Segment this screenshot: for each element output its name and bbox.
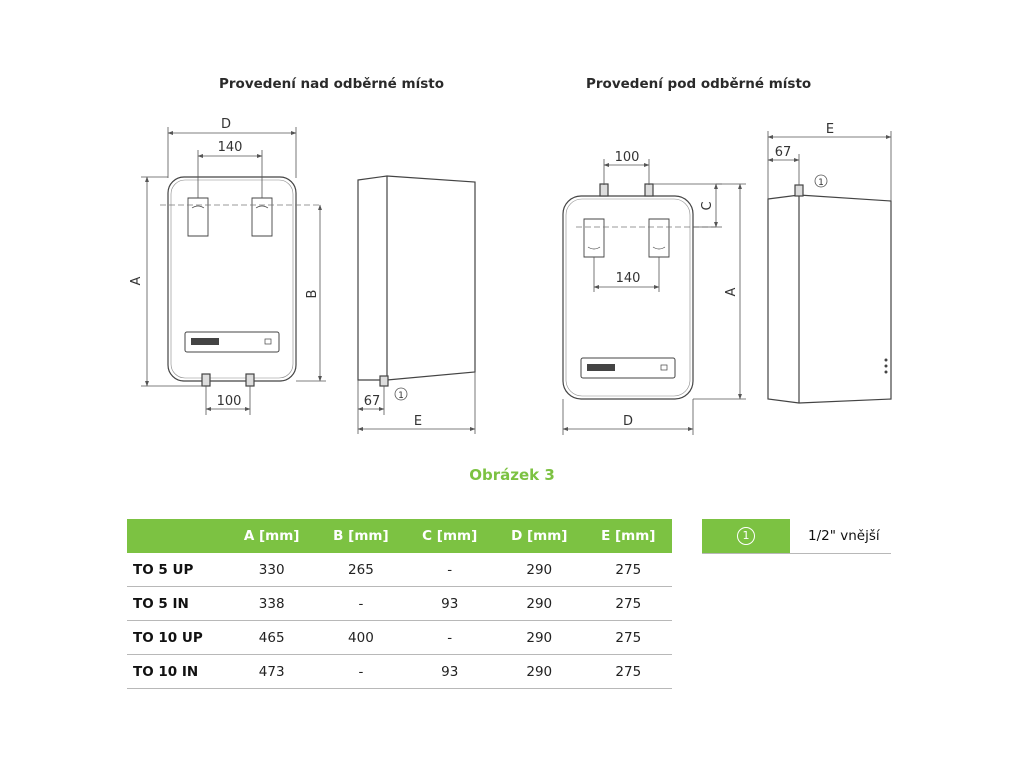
dim-label-100-right: 100 [615,150,640,165]
side-view-below [767,184,892,404]
tank-body-front-right [562,195,694,400]
front-view-below [562,183,716,400]
cell-b: 265 [316,553,406,587]
callout-circle-right [814,174,828,188]
cell-a: 473 [227,654,317,689]
dimensions-left [141,127,326,415]
header-e: E [mm] [584,519,672,553]
pipe-window-left [187,197,209,237]
header-model [127,519,227,553]
dim-label-140-left: 140 [218,140,243,155]
cell-c: 93 [405,654,494,689]
cell-c: 93 [405,586,494,621]
dim-label-e-left: E [414,414,422,429]
dim-label-a-right: A [724,287,739,296]
technical-drawing: D 140 A B 100 67 E 1 [129,117,892,435]
cell-e: 275 [584,553,672,587]
callout-label-right: 1 [818,178,824,188]
pipe-window-left-right-view [583,218,605,258]
dim-label-67-left: 67 [364,394,381,409]
side-pipe-left [379,375,389,387]
cell-model: TO 5 UP [127,553,227,587]
tank-inner-outline-right [565,198,691,397]
callout-circle-left [394,387,408,401]
dim-label-140-right: 140 [616,271,641,286]
control-panel-left [184,331,280,353]
cell-model: TO 5 IN [127,586,227,621]
heading-above-outlet: Provedení nad odběrné místo [219,76,444,92]
cell-a: 338 [227,586,317,621]
cell-a: 330 [227,553,317,587]
table-row: TO 5 UP 330 265 - 290 275 [127,553,672,587]
dim-label-100-left: 100 [217,394,242,409]
cell-d: 290 [493,553,585,587]
heading-below-outlet: Provedení pod odběrné místo [586,76,812,92]
dim-label-d-left: D [221,117,231,132]
dim-label-e-right: E [826,122,834,137]
bottom-pipe-right [245,373,255,387]
legend-symbol-cell: 1 [702,519,790,554]
top-pipe-right [644,183,654,197]
table-row: TO 10 IN 473 - 93 290 275 [127,654,672,689]
bottom-pipe-left [201,373,211,387]
dim-label-c-right: C [700,201,715,210]
cell-e: 275 [584,620,672,655]
cell-d: 290 [493,620,585,655]
header-d: D [mm] [493,519,585,553]
cell-b: - [316,654,406,689]
cell-c: - [405,620,494,655]
cell-d: 290 [493,654,585,689]
tank-side-left [357,175,476,381]
cell-d: 290 [493,586,585,621]
dimensions-table: A [mm] B [mm] C [mm] D [mm] E [mm] TO 5 … [127,519,672,689]
figure-caption: Obrázek 3 [469,466,555,484]
cell-c: - [405,553,494,587]
table-row: TO 5 IN 338 - 93 290 275 [127,586,672,621]
callout-label-left: 1 [398,391,404,401]
cell-b: - [316,586,406,621]
tank-body-front-left [167,176,297,382]
legend-row: 1 1/2" vnější [702,519,891,554]
dimensions-right [562,159,746,435]
header-b: B [mm] [316,519,406,553]
dim-label-a-left: A [129,276,144,285]
dim-label-b-left: B [305,290,320,299]
front-view-above [160,176,322,387]
cell-b: 400 [316,620,406,655]
header-a: A [mm] [227,519,317,553]
legend-description: 1/2" vnější [790,519,891,554]
cell-e: 275 [584,586,672,621]
tank-inner-outline-left [170,179,294,379]
table-row: TO 10 UP 465 400 - 290 275 [127,620,672,655]
cell-model: TO 10 IN [127,654,227,689]
side-view-above [357,175,476,387]
top-pipe-left [599,183,609,197]
cell-e: 275 [584,654,672,689]
pipe-window-right [251,197,273,237]
dim-label-67-right: 67 [775,145,792,160]
circled-one-icon: 1 [737,527,755,545]
pipe-window-right-right-view [648,218,670,258]
cell-model: TO 10 UP [127,620,227,655]
dim-label-d-right: D [623,414,633,429]
legend-table: 1 1/2" vnější [702,519,891,554]
table-header-row: A [mm] B [mm] C [mm] D [mm] E [mm] [127,519,672,553]
side-pipe-right [794,184,804,197]
tank-side-right [767,194,892,404]
cell-a: 465 [227,620,317,655]
header-c: C [mm] [405,519,494,553]
control-panel-right [580,357,676,379]
